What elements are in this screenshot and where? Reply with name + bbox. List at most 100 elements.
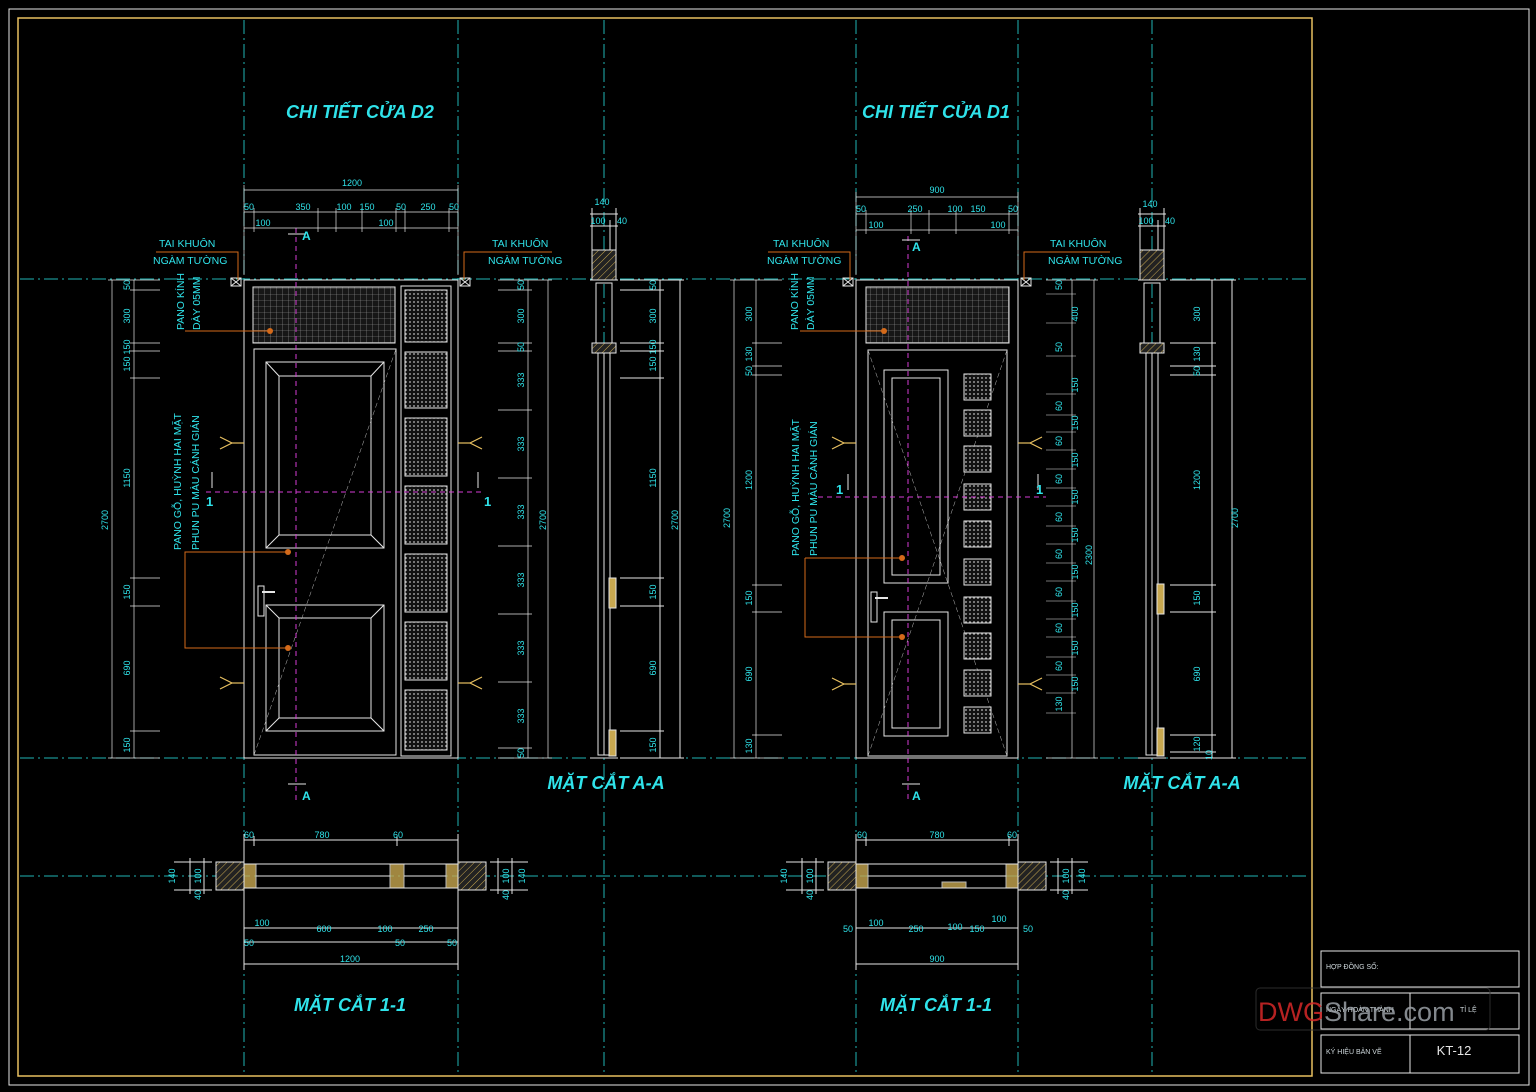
dim-d2-right-6: 333 bbox=[516, 572, 526, 587]
dim-d1-plan-total: 900 bbox=[929, 954, 944, 964]
title-door-d2: CHI TIẾT CỬA D2 bbox=[286, 101, 434, 122]
ann-glass-l2-d1: DÀY 05MM bbox=[804, 277, 817, 331]
leader-dots-d2 bbox=[267, 328, 291, 651]
dim-d1-right-20: 130 bbox=[1054, 696, 1064, 711]
dim-d1-right-16: 60 bbox=[1054, 623, 1064, 633]
dim-d1-right-18: 60 bbox=[1054, 661, 1064, 671]
centerlines-d1 bbox=[818, 236, 1046, 800]
dim-d2-left-7: 150 bbox=[122, 737, 132, 752]
hinge-markers-d1 bbox=[831, 436, 1043, 691]
dim-d1-right-3: 150 bbox=[1070, 377, 1080, 392]
mark-a-bottom-d2: A bbox=[302, 789, 311, 803]
dim-d2-top-2: 100 bbox=[336, 202, 351, 212]
dim-d2-top2-1: 100 bbox=[378, 218, 393, 228]
ann-frame-l1-d1: TAI KHUÔN bbox=[773, 237, 829, 250]
dim-d2-sec-right-0: 50 bbox=[648, 280, 658, 290]
dim-d2-top2-0: 100 bbox=[255, 218, 270, 228]
dim-d2-left-texts: 50 300 150 150 1150 150 690 150 bbox=[122, 280, 132, 753]
dim-d2-left-total: 2700 bbox=[100, 510, 110, 530]
plan-11-d2 bbox=[174, 834, 528, 970]
watermark-part-3: .com bbox=[1396, 997, 1455, 1027]
dim-d2-top-5: 250 bbox=[420, 202, 435, 212]
dimension-ticks-d2 bbox=[130, 208, 532, 749]
ann-wood-l1-d1: PANO GỖ, HUỲNH HAI MẶT bbox=[789, 419, 802, 556]
dim-d1-right-7: 150 bbox=[1070, 452, 1080, 467]
ann-glass-l2-d2: DÀY 05MM bbox=[190, 277, 203, 331]
dim-d1-plan-side-r0: 140 bbox=[1077, 868, 1087, 883]
dim-d1-sec-right-2: 50 bbox=[1192, 366, 1202, 376]
dim-d1-total-w: 900 bbox=[929, 185, 944, 195]
mark-1-left-d2: 1 bbox=[206, 494, 213, 509]
dim-d1-sec-right-5: 690 bbox=[1192, 666, 1202, 681]
dim-d1-sec-part-1: 40 bbox=[1165, 216, 1175, 226]
dim-d2-top-0: 50 bbox=[244, 202, 254, 212]
dim-d1-left-1: 130 bbox=[744, 346, 754, 361]
dim-d1-right-texts: 5040050150601506015060150601506015060150… bbox=[1046, 280, 1080, 714]
dim-d2-top-3: 150 bbox=[359, 202, 374, 212]
dim-d2-right-texts: 50 300 50 333 333 333 333 333 333 50 bbox=[516, 280, 526, 758]
dim-d1-sec-right-1: 130 bbox=[1192, 346, 1202, 361]
tb-sheet-number: KT-12 bbox=[1437, 1043, 1472, 1058]
dim-d1-left-0: 300 bbox=[744, 306, 754, 321]
dim-d2-total-w: 1200 bbox=[342, 178, 362, 188]
title-block bbox=[1320, 950, 1520, 1074]
dim-d1-sec-w: 140 bbox=[1142, 199, 1157, 209]
dim-d1-sec-right-6: 120 bbox=[1192, 736, 1202, 751]
mark-1-right-d2: 1 bbox=[484, 494, 491, 509]
dim-d1-right-10: 60 bbox=[1054, 512, 1064, 522]
dim-d2-right-0: 50 bbox=[516, 280, 526, 290]
tb-sheet-label: KÝ HIỆU BẢN VẼ bbox=[1326, 1047, 1382, 1056]
dim-d1-plan-side-r1: 100 bbox=[1061, 868, 1071, 883]
dim-d2-left-0: 50 bbox=[122, 280, 132, 290]
dim-d1-sec-right-texts: 300 130 50 1200 150 690 120 10 bbox=[1192, 306, 1214, 760]
dim-d2-right-total: 2700 bbox=[538, 510, 548, 530]
dim-d1-plan-bottom-2: 100 bbox=[947, 922, 962, 932]
ann-wood-l1-d2: PANO GỖ, HUỲNH HAI MẶT bbox=[171, 413, 184, 550]
dim-d2-right-1: 300 bbox=[516, 308, 526, 323]
ann-frame-l1-d2: TAI KHUÔN bbox=[159, 237, 215, 250]
dim-d1-right-4: 60 bbox=[1054, 401, 1064, 411]
dim-d2-plan-bottom-0: 100 bbox=[254, 918, 269, 928]
dim-d2-plan-bottom-1: 600 bbox=[316, 924, 331, 934]
outer-frame bbox=[8, 8, 1530, 1086]
title-door-d1: CHI TIẾT CỬA D1 bbox=[862, 101, 1010, 122]
dim-d2-right-7: 333 bbox=[516, 640, 526, 655]
dim-d2-sec-right-4: 1150 bbox=[648, 468, 658, 487]
dim-d1-left-3: 1200 bbox=[744, 470, 754, 490]
dim-d1-plan-bottom-4: 100 bbox=[991, 914, 1006, 924]
dim-d2-plan-top-2: 60 bbox=[393, 830, 403, 840]
dim-d1-top-0: 50 bbox=[856, 204, 866, 214]
ann-frame-l2-d2: NGÀM TƯỜNG bbox=[153, 254, 227, 267]
dim-d2-right-2: 50 bbox=[516, 342, 526, 352]
dimension-lines-d2 bbox=[108, 185, 552, 759]
dim-d2-right-3: 333 bbox=[516, 372, 526, 387]
dim-d1-sec-part-0: 100 bbox=[1138, 216, 1153, 226]
dim-d1-right-19: 150 bbox=[1070, 676, 1080, 691]
dim-d1-plan-texts: 60 780 60 100 250 100 150 100 50 50 900 … bbox=[779, 830, 1087, 964]
ann-frame-r1-d2: TAI KHUÔN bbox=[492, 237, 548, 250]
dim-d1-plan-top-1: 780 bbox=[929, 830, 944, 840]
dim-d1-plan-bottom2-0: 50 bbox=[843, 924, 853, 934]
dim-d2-plan-side-r0: 140 bbox=[517, 868, 527, 883]
section-aa-d1 bbox=[1138, 208, 1236, 759]
dim-d1-right-8: 60 bbox=[1054, 474, 1064, 484]
dim-d1-right-13: 150 bbox=[1070, 564, 1080, 579]
hinge-markers-d2 bbox=[219, 436, 483, 690]
dim-d2-plan-side-r2: 40 bbox=[501, 890, 511, 900]
dim-d1-right-0: 50 bbox=[1054, 280, 1064, 290]
dim-d2-top-texts: 50 350 100 150 50 250 50 100 100 bbox=[244, 202, 459, 228]
dim-d1-top-3: 150 bbox=[970, 204, 985, 214]
dim-d1-top-4: 50 bbox=[1008, 204, 1018, 214]
dim-d2-plan-top-0: 60 bbox=[244, 830, 254, 840]
dim-d1-left-total: 2700 bbox=[722, 508, 732, 528]
dim-d1-right-2: 50 bbox=[1054, 342, 1064, 352]
title-section-11-d1: MẶT CẮT 1-1 bbox=[880, 994, 992, 1015]
dim-d1-plan-side-r2: 40 bbox=[1061, 890, 1071, 900]
tb-date-label: NGÀY HOÀN THÀNH bbox=[1326, 1005, 1394, 1014]
watermark-part-2: Share bbox=[1324, 997, 1396, 1027]
dim-d2-sec-right-2: 150 bbox=[648, 339, 658, 354]
title-section-aa-d2: MẶT CẮT A-A bbox=[547, 772, 664, 793]
dim-d2-plan-total: 1200 bbox=[340, 954, 360, 964]
dim-d1-sec-right-7: 10 bbox=[1204, 750, 1214, 760]
